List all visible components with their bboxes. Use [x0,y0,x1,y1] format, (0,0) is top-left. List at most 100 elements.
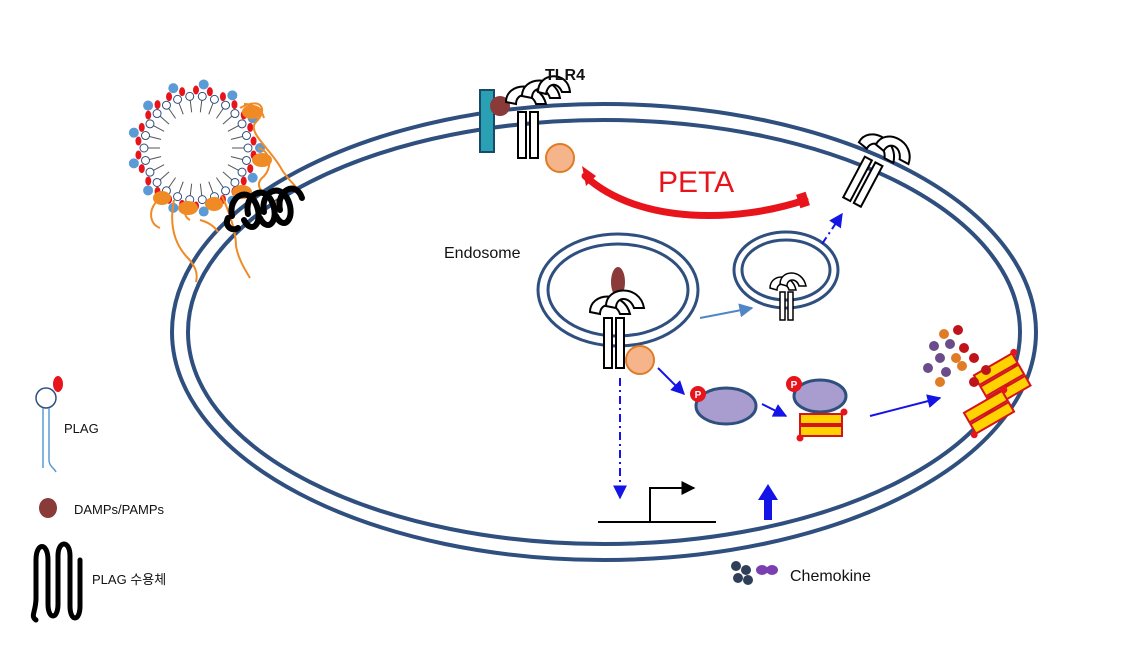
plag-blue-head [198,79,209,90]
lipid-head [237,119,247,129]
peta-label: PETA [658,166,734,199]
lipid-head [161,100,171,110]
lipid-tail-line [216,108,224,119]
phospho-label: P [695,390,702,401]
lipid-head [152,177,162,187]
lipid-head [173,192,183,202]
plag-blue-head [128,127,139,138]
lipid-head [141,155,151,165]
lipid-tail-line [230,156,243,160]
endosome-to-vesicle-arrow [699,303,754,319]
lipid-tail-line [227,125,239,132]
lipid-tail-line [208,102,214,115]
plag-blue-head [198,206,209,217]
plag-red-group [193,85,199,95]
lipid-tail-line [153,125,165,132]
lipid-head [237,167,247,177]
plag-micelle [128,79,265,217]
lipid-tail-line [149,156,162,160]
plag-red-group [135,136,142,146]
plag-red-group [166,92,173,102]
legend-plag-icon [35,376,63,473]
lipid-tail-line [178,102,184,115]
lipid-tail-line [178,181,184,194]
plag-red-group [154,100,161,110]
plag-blue-head [168,83,179,94]
plag-red-group [231,100,238,110]
lipid-head [145,167,155,177]
lipid-head [197,195,207,205]
cell-membrane [170,102,1038,562]
lipid-tail-line [189,183,193,196]
tlr4-receptor-icon [504,75,572,159]
plag-red-group [179,87,186,97]
lipid-head [139,143,149,153]
lipid-tail-line [168,177,176,188]
lipid-head [145,119,155,129]
adaptor-protein-icon [545,143,575,173]
plag-blue-head [247,172,258,183]
lipid-tail-line [199,183,203,196]
recycled-tlr4-icon [841,133,911,209]
lipid-head [221,100,231,110]
lipid-tail-line [149,136,162,140]
plag-blue-head [143,185,154,196]
legend-receptor-icon [30,541,83,623]
lipid-tail-line [216,177,224,188]
lipid-tail-line [227,164,239,171]
legend-damps-label: DAMPs/PAMPs [74,502,165,517]
lipid-tail-line [222,115,233,125]
gene-transcription-icon [598,481,716,523]
complex-to-membrane-arrow [869,394,942,417]
lipid-head [221,186,231,196]
lipid-tail-line [159,115,170,125]
lipid-head [185,91,195,101]
plag-red-group [145,176,152,186]
vesicle-to-membrane-arrow [821,212,843,245]
lipid-tails [150,102,301,283]
lipid-tail-line [208,181,214,194]
lipid-head [141,131,151,141]
tlr4-complex [479,75,575,173]
lipid-head [241,131,251,141]
upregulation-arrow-icon [758,484,778,520]
plag-blue-head [227,90,238,101]
lipid-head [230,109,240,119]
plag-red-group [138,122,145,132]
endosome [536,232,700,375]
plag-red-group [250,136,257,146]
lipid-tail-line [222,171,233,181]
plag-red-group [247,164,254,174]
adaptor-to-kinase-arrow [657,367,685,395]
kinase-icon: P [690,386,758,426]
lipid-tail-line [189,100,193,113]
released-chemokines [923,325,991,387]
plag-red-group [145,110,152,120]
lipid-tail-line [153,164,165,171]
plag-red-group [219,92,226,102]
plag-red-group [135,150,142,160]
chemokine-icon [731,561,778,585]
chemokine-label: Chemokine [790,568,871,585]
kinase-to-complex-arrow [761,403,788,417]
peta-arrow [581,166,810,220]
lipid-head [230,177,240,187]
plag-red-group [206,87,213,97]
lipid-tail-line [230,136,243,140]
damp-ligand-icon [611,267,625,297]
plag-red-group [247,122,254,132]
plag-blue-head [143,100,154,111]
legend-plag-label: PLAG [64,421,99,436]
endosome-label: Endosome [444,245,521,262]
plag-receptor-icon [224,185,305,233]
legend-damp-icon [39,498,57,518]
lipid-tail-line [168,108,176,119]
lipid-tail-line [199,100,203,113]
phospho-complex-icon: P [786,376,848,442]
recycling-vesicle [732,230,840,321]
lipid-head [152,109,162,119]
lipid-head [197,91,207,101]
tlr4-label: TLR4 [545,67,585,84]
endosome-adaptor-icon [625,345,655,375]
